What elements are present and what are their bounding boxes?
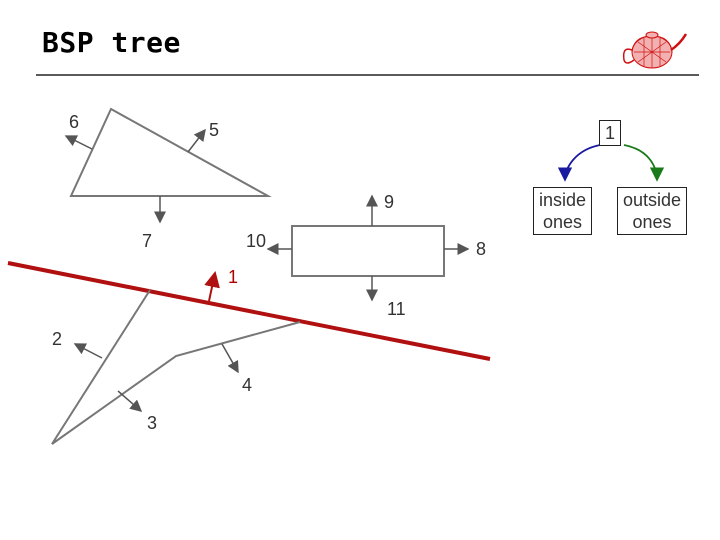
wireframe-teapot-icon — [622, 31, 688, 69]
tree-outside-line2: ones — [632, 212, 672, 232]
tree-inside-line2: ones — [542, 212, 583, 232]
lower-shape — [51, 289, 301, 445]
tree-inside-node: inside ones — [533, 187, 593, 235]
tree-outside-line1: outside — [623, 190, 682, 210]
tree-outside-node: outside ones — [617, 187, 688, 235]
edge-label-8: 8 — [476, 239, 487, 259]
edge-6-normal-arrow — [64, 135, 93, 150]
edge-5-normal-arrow — [187, 128, 206, 153]
edge-label-4: 4 — [242, 375, 253, 395]
rectangle-shape — [291, 225, 445, 277]
edge-label-2: 2 — [52, 329, 63, 349]
edge-3-normal-arrow — [117, 390, 143, 412]
edge-label-1: 1 — [228, 267, 239, 287]
tree-root-node: 1 — [599, 120, 622, 146]
splitting-line-1 — [7, 261, 491, 361]
edge-label-9: 9 — [384, 192, 395, 212]
edge-label-5: 5 — [209, 120, 220, 140]
triangle-shape — [69, 107, 272, 197]
title-divider — [36, 74, 699, 76]
tree-inside-arrow — [557, 144, 601, 182]
edge-2-normal-arrow — [73, 343, 103, 359]
edge-label-11: 11 — [387, 299, 406, 319]
edge-label-10: 10 — [246, 231, 267, 251]
tree-outside-arrow — [623, 144, 665, 182]
edge-4-normal-arrow — [221, 343, 239, 374]
edge-label-3: 3 — [147, 413, 158, 433]
tree-inside-line1: inside — [539, 190, 587, 210]
edge-label-6: 6 — [69, 112, 80, 132]
edge-label-7: 7 — [142, 231, 153, 251]
slide-title: BSP tree — [42, 26, 181, 59]
splitting-line-1-normal-arrow — [204, 271, 220, 302]
